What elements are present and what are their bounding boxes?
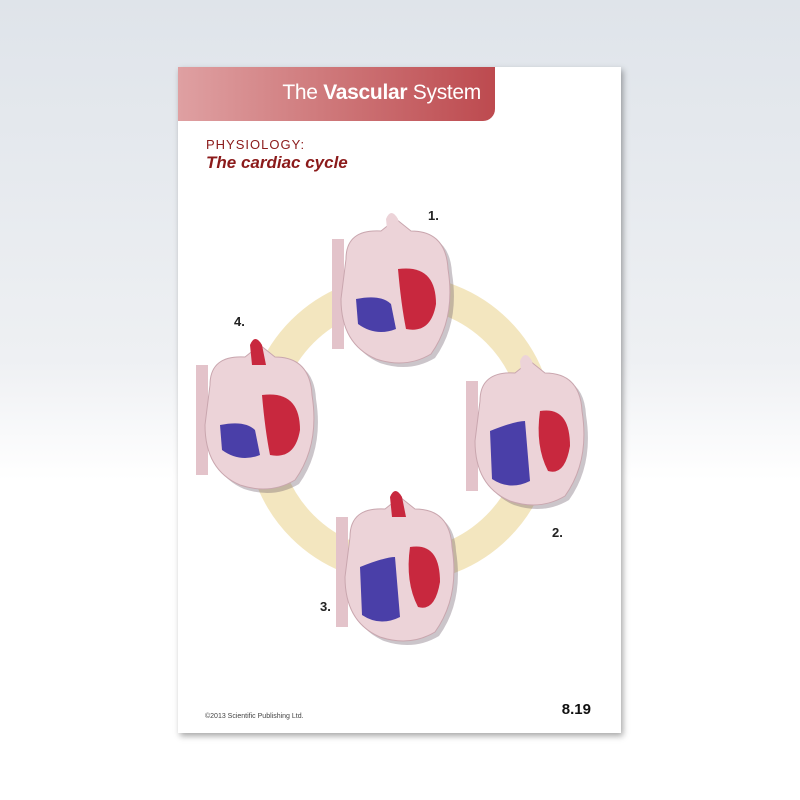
page-card: The Vascular System PHYSIOLOGY: The card… [178,67,621,733]
heart-stage-1 [332,213,454,367]
title-bold: Vascular [323,81,408,104]
page-subtitle: The cardiac cycle [206,153,348,172]
deoxygenated-chamber [220,423,260,459]
stage-label-1: 1. [428,208,439,223]
stage-label-2: 2. [552,525,563,540]
cardiac-cycle-diagram [196,213,588,645]
heart-stage-4 [196,339,318,493]
section-label: PHYSIOLOGY: [206,137,306,152]
oxygenated-chamber [262,394,300,456]
heart-stage-2 [466,355,588,509]
stage-label-4: 4. [234,314,245,329]
title-suffix: System [412,81,482,104]
stage-label-3: 3. [320,599,331,614]
oxygenated-chamber [538,410,570,472]
oxygenated-chamber [408,546,440,608]
deoxygenated-chamber [356,297,396,333]
chapter-title: The Vascular System [282,81,481,105]
copyright: ©2013 Scientific Publishing Ltd. [205,713,304,720]
deoxygenated-chamber [490,421,530,486]
heart-stage-3 [336,491,458,645]
page-number: 8.19 [561,701,591,718]
oxygenated-chamber [398,268,436,330]
chapter-header-band: The Vascular System [178,67,495,121]
title-prefix: The [282,81,318,104]
deoxygenated-chamber [360,557,400,622]
